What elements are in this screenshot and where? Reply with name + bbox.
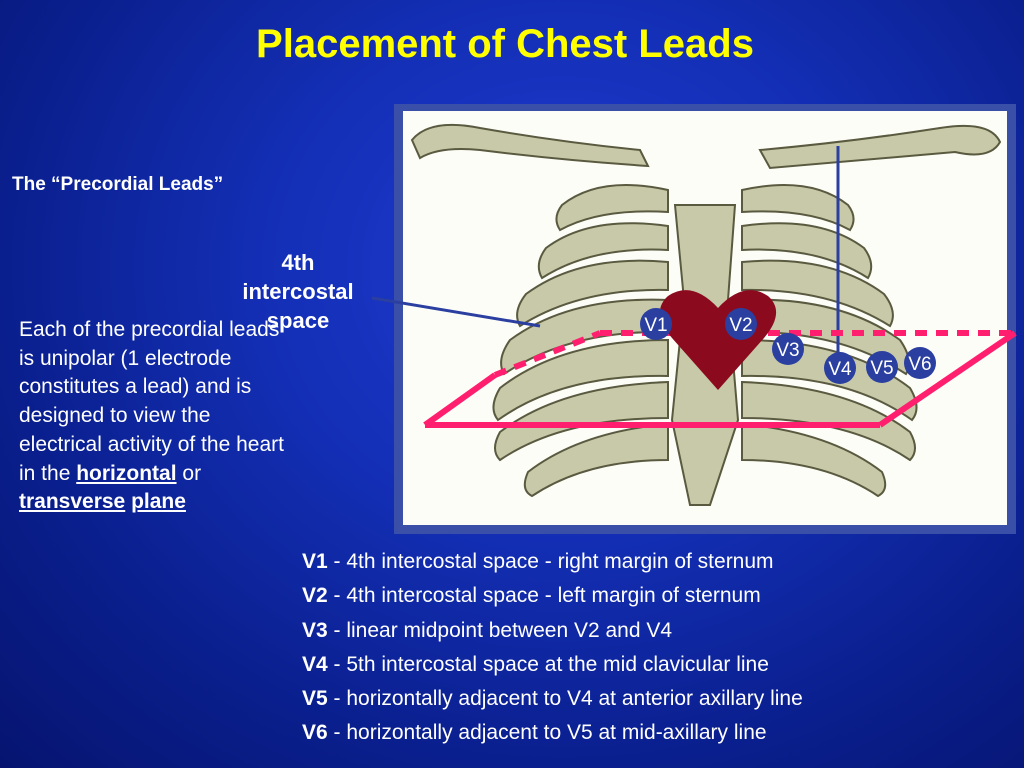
or-word: or — [182, 461, 202, 485]
description-paragraph: Each of the precordial leads is unipolar… — [19, 316, 289, 517]
intercostal-pointer — [371, 296, 541, 328]
legend-row-v4: V4 - 5th intercostal space at the mid cl… — [302, 648, 1017, 682]
legend-v4-desc: - 5th intercostal space at the mid clavi… — [327, 652, 769, 676]
left-ribs — [492, 184, 669, 498]
electrode-v3: V3 — [772, 333, 804, 365]
electrode-v4-label: V4 — [828, 359, 852, 380]
intercostal-label-line-1: 4th — [281, 250, 315, 275]
intercostal-label-line-3: space — [266, 308, 330, 333]
legend-v5-desc: - horizontally adjacent to V4 at anterio… — [327, 687, 803, 711]
legend-v5-id: V5 — [302, 687, 328, 711]
lead-legend: V1 - 4th intercostal space - right margi… — [302, 545, 1017, 751]
legend-row-v5: V5 - horizontally adjacent to V4 at ante… — [302, 682, 1017, 716]
electrode-v6: V6 — [904, 347, 936, 379]
electrode-v4: V4 — [824, 352, 856, 384]
legend-row-v2: V2 - 4th intercostal space - left margin… — [302, 579, 1017, 613]
intercostal-label-line-2: intercostal — [242, 279, 354, 304]
intercostal-label: 4th intercostal space — [222, 248, 374, 335]
legend-row-v6: V6 - horizontally adjacent to V5 at mid-… — [302, 716, 1017, 750]
legend-v3-desc: - linear midpoint between V2 and V4 — [327, 618, 673, 642]
horizontal-term: horizontal — [76, 461, 177, 485]
electrode-v1: V1 — [640, 308, 672, 340]
page-title: Placement of Chest Leads — [256, 22, 754, 66]
electrode-v2-label: V2 — [729, 315, 752, 336]
electrode-v2: V2 — [725, 308, 757, 340]
legend-v3-id: V3 — [302, 618, 328, 642]
legend-v6-desc: - horizontally adjacent to V5 at mid-axi… — [327, 721, 767, 745]
electrode-v3-label: V3 — [776, 340, 799, 361]
legend-v1-desc: - 4th intercostal space - right margin o… — [327, 550, 774, 573]
legend-v2-id: V2 — [302, 584, 328, 608]
legend-v2-desc: - 4th intercostal space - left margin of… — [327, 584, 761, 608]
electrode-v5: V5 — [866, 351, 898, 383]
electrode-v1-label: V1 — [644, 315, 667, 336]
description-text: Each of the precordial leads is unipolar… — [19, 318, 284, 485]
plane-term: plane — [131, 490, 186, 514]
legend-row-v1: V1 - 4th intercostal space - right margi… — [302, 545, 1017, 579]
legend-v4-id: V4 — [302, 652, 328, 676]
section-subtitle: The “Precordial Leads” — [12, 174, 224, 195]
legend-row-v3: V3 - linear midpoint between V2 and V4 — [302, 614, 1017, 648]
electrode-v5-label: V5 — [870, 358, 893, 379]
electrode-v6-label: V6 — [908, 354, 931, 375]
legend-v1-id: V1 — [302, 550, 328, 573]
legend-v6-id: V6 — [302, 721, 328, 745]
transverse-term: transverse — [19, 490, 126, 514]
right-clavicle — [758, 124, 1002, 170]
right-ribs — [741, 184, 918, 498]
left-clavicle — [410, 123, 650, 168]
